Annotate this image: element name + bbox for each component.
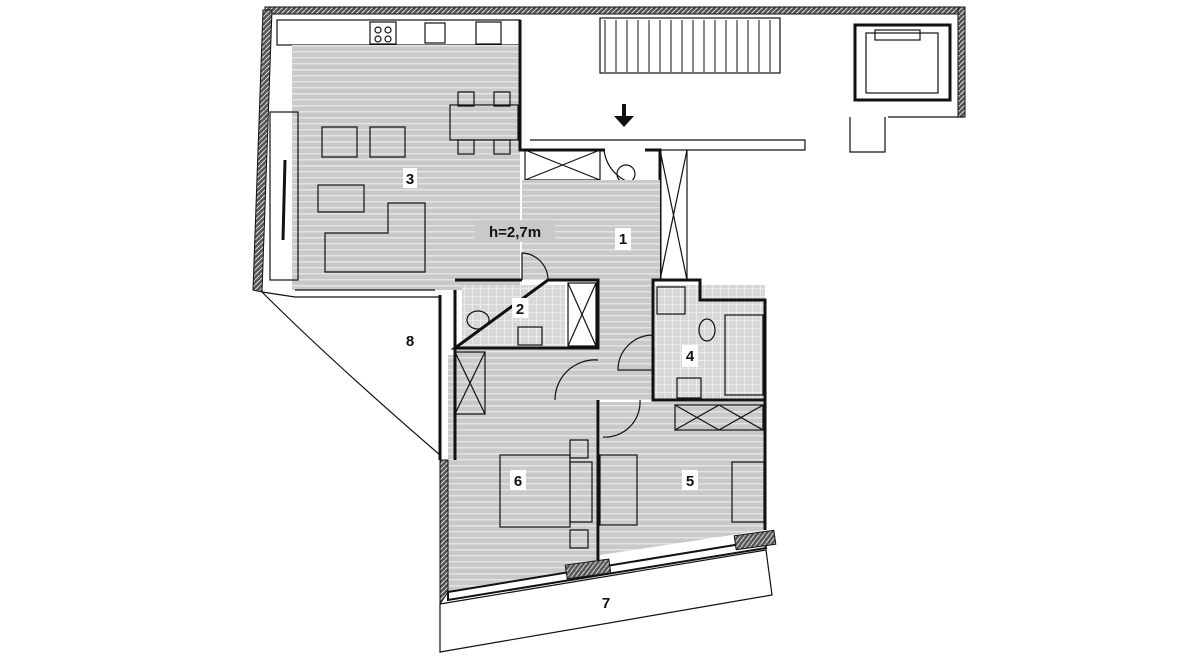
elevator bbox=[853, 23, 952, 102]
room-label-7: 7 bbox=[602, 595, 610, 612]
room-7-balcony bbox=[439, 549, 773, 653]
coffee-table bbox=[317, 184, 365, 213]
sofa bbox=[324, 202, 426, 273]
room-label-5: 5 bbox=[686, 473, 694, 490]
room-8-terrace bbox=[260, 291, 441, 457]
south-facade bbox=[439, 459, 777, 606]
bed bbox=[599, 454, 638, 526]
room-label-8: 8 bbox=[406, 333, 414, 350]
bathtub bbox=[724, 314, 764, 396]
entrance bbox=[524, 104, 806, 281]
room-label-2: 2 bbox=[516, 301, 524, 318]
ceiling-height-label: h=2,7m bbox=[489, 224, 541, 241]
dining-table bbox=[449, 104, 519, 141]
room-labels: 3 h=2,7m 1 2 8 4 6 5 7 bbox=[403, 168, 698, 612]
entrance-arrow-icon bbox=[614, 116, 634, 127]
room-label-3: 3 bbox=[406, 171, 414, 188]
room-label-1: 1 bbox=[619, 231, 627, 248]
armchair bbox=[321, 126, 358, 158]
armchair bbox=[369, 126, 406, 158]
desk bbox=[731, 461, 765, 523]
room-label-4: 4 bbox=[686, 348, 695, 365]
staircase bbox=[599, 17, 781, 74]
room-label-6: 6 bbox=[514, 473, 522, 490]
kitchen-counter bbox=[276, 19, 521, 46]
room-4-bathroom bbox=[617, 278, 767, 402]
